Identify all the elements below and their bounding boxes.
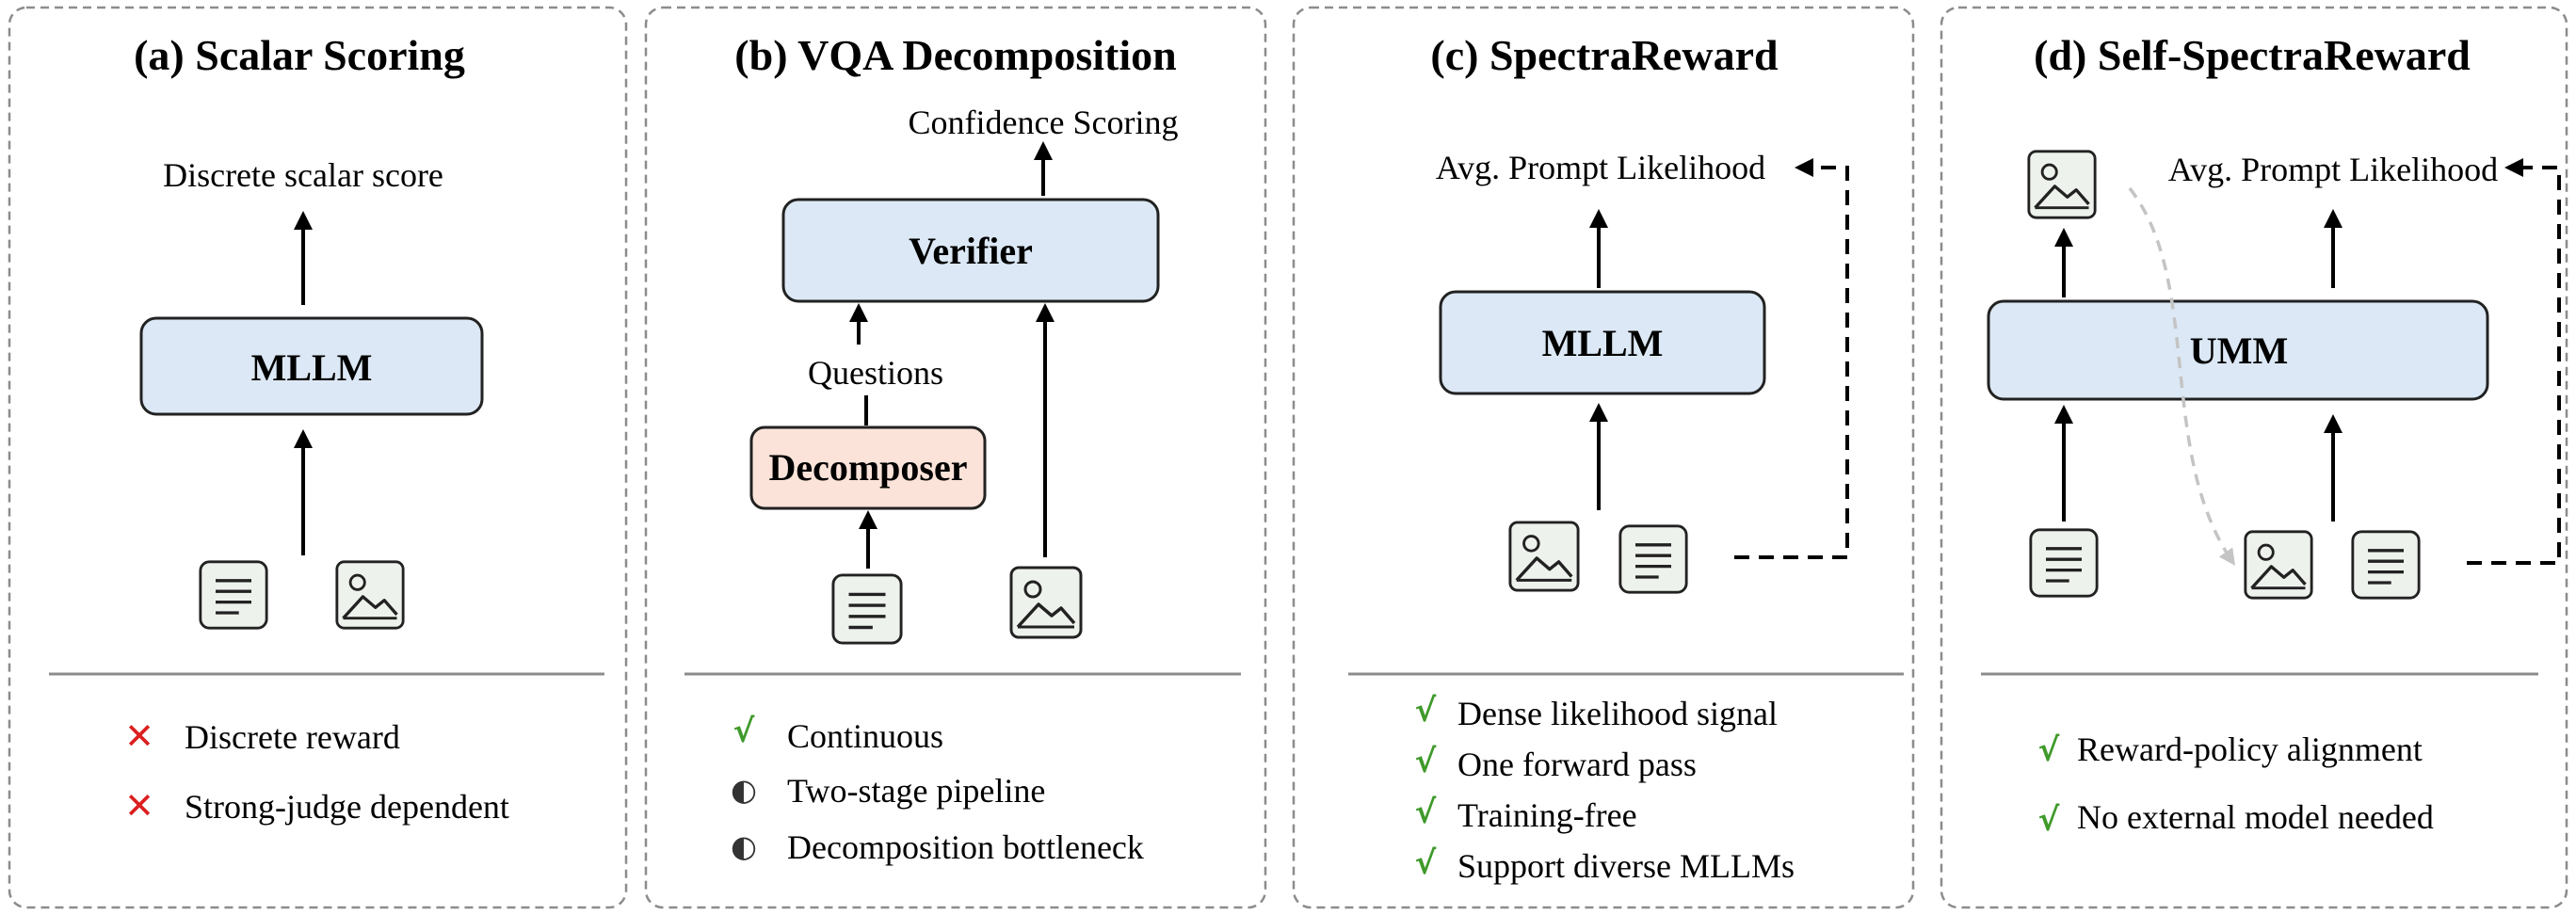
- text-prompt-icon: [2351, 530, 2421, 600]
- panel-scalar-scoring: (a) Scalar Scoring Discrete scalar score…: [8, 6, 628, 909]
- umm-box: [1987, 299, 2489, 401]
- cross-mark: ✕: [124, 715, 154, 757]
- text-prompt-icon: [831, 573, 903, 645]
- feature-item: Training-free: [1457, 796, 1637, 834]
- model-label: UMM: [2190, 329, 2288, 372]
- prompt-likelihood-dashed-arrow: [1734, 158, 1849, 559]
- panel-border: [8, 6, 628, 909]
- image-icon: [2244, 530, 2313, 600]
- image-icon: [1009, 566, 1083, 639]
- panel-vqa-decomposition: (b) VQA Decomposition Confidence Scoring…: [644, 6, 1267, 909]
- model-label: MLLM: [1542, 322, 1664, 364]
- output-label: Avg. Prompt Likelihood: [2168, 151, 2498, 188]
- output-label: Discrete scalar score: [163, 156, 443, 194]
- panel-border: [1940, 6, 2568, 909]
- cross-mark: ✕: [124, 785, 154, 827]
- model-label: MLLM: [251, 346, 373, 389]
- image-icon: [335, 560, 405, 630]
- check-mark: √: [1415, 794, 1437, 831]
- feature-item: Decomposition bottleneck: [787, 828, 1144, 866]
- check-mark: √: [1415, 692, 1437, 730]
- panel-spectrareward: (c) SpectraReward Avg. Prompt Likelihood…: [1292, 6, 1915, 909]
- image-icon: [1508, 521, 1580, 592]
- check-mark: √: [733, 713, 755, 750]
- feature-item: Discrete reward: [185, 718, 400, 756]
- output-label: Avg. Prompt Likelihood: [1436, 149, 1765, 186]
- check-mark: √: [2038, 801, 2060, 839]
- verifier-box: [781, 198, 1160, 303]
- output-label: Confidence Scoring: [909, 104, 1179, 141]
- feature-list: ✕ Discrete reward ✕ Strong-judge depende…: [124, 715, 509, 827]
- panel-border: [1292, 6, 1915, 909]
- generated-image-icon: [2027, 150, 2097, 219]
- half-mark: ◐: [731, 828, 757, 864]
- image-reuse-dashed-arrow: [2128, 186, 2235, 566]
- feature-list: √ Reward-policy alignment √ No external …: [2038, 730, 2434, 839]
- half-mark: ◐: [731, 772, 757, 808]
- questions-label: Questions: [808, 354, 943, 392]
- feature-item: Support diverse MLLMs: [1457, 847, 1795, 885]
- feature-item: Continuous: [787, 717, 943, 755]
- model-label: Verifier: [909, 230, 1033, 272]
- mllm-box: [139, 316, 484, 416]
- decomposer-label: Decomposer: [768, 446, 967, 489]
- check-mark: √: [1415, 844, 1437, 882]
- mllm-box: [1439, 290, 1766, 395]
- panel-self-spectrareward: (d) Self-SpectraReward Avg. Prompt Likel…: [1940, 6, 2568, 909]
- panel-title: (c) SpectraReward: [1430, 31, 1779, 79]
- text-prompt-icon: [2029, 528, 2099, 598]
- feature-item: Strong-judge dependent: [185, 788, 509, 826]
- feature-item: Dense likelihood signal: [1457, 695, 1778, 732]
- check-mark: √: [2038, 731, 2060, 769]
- feature-list: √ Continuous ◐ Two-stage pipeline ◐ Deco…: [731, 713, 1144, 866]
- feature-list: √ Dense likelihood signal √ One forward …: [1415, 692, 1795, 885]
- panel-title: (a) Scalar Scoring: [134, 31, 465, 79]
- panel-border: [644, 6, 1267, 909]
- decomposer-box: [749, 425, 987, 510]
- feature-item: Two-stage pipeline: [787, 772, 1045, 810]
- panel-title: (b) VQA Decomposition: [734, 31, 1176, 79]
- feature-item: No external model needed: [2077, 798, 2434, 836]
- text-prompt-icon: [199, 560, 268, 630]
- check-mark: √: [1415, 743, 1437, 780]
- feature-item: One forward pass: [1457, 746, 1697, 783]
- feature-item: Reward-policy alignment: [2077, 730, 2423, 768]
- panel-title: (d) Self-SpectraReward: [2034, 31, 2471, 79]
- text-prompt-icon: [1618, 524, 1688, 594]
